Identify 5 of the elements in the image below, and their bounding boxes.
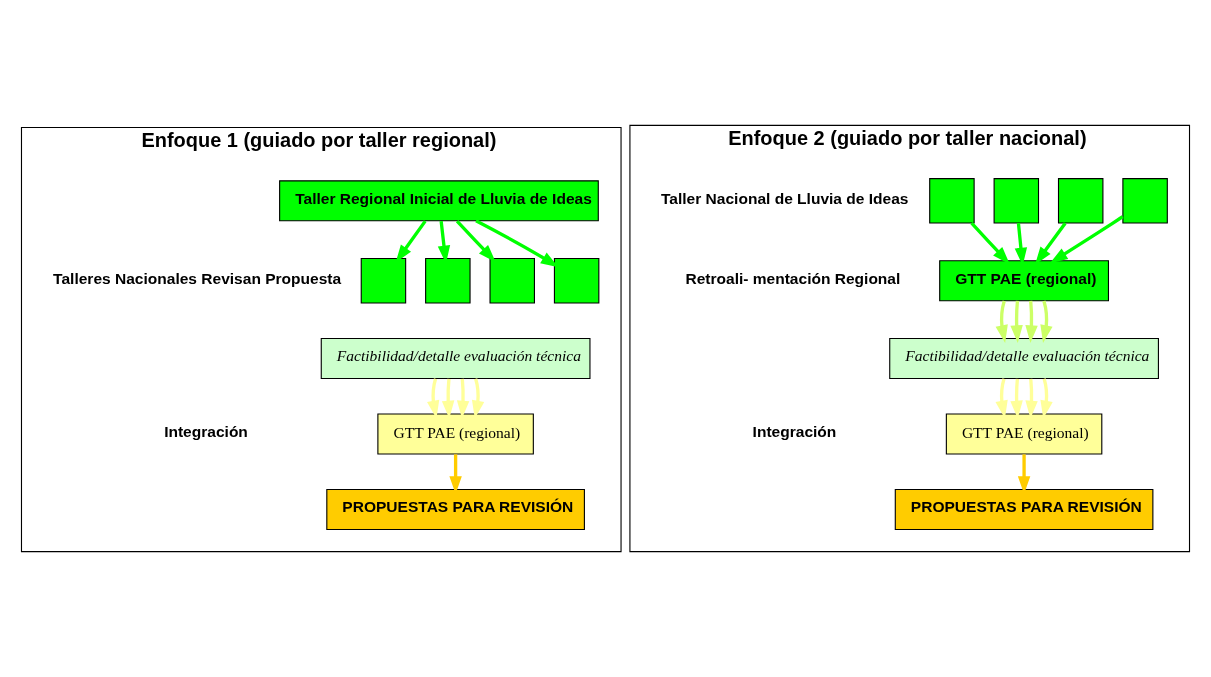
label: Integración xyxy=(752,422,837,440)
label: Integración xyxy=(164,422,248,440)
label: Talleres Nacionales Revisan Propuesta xyxy=(53,269,342,287)
label: Retroali- mentación Regional xyxy=(685,269,901,287)
label: Taller Nacional de Lluvia de Ideas xyxy=(661,189,909,207)
